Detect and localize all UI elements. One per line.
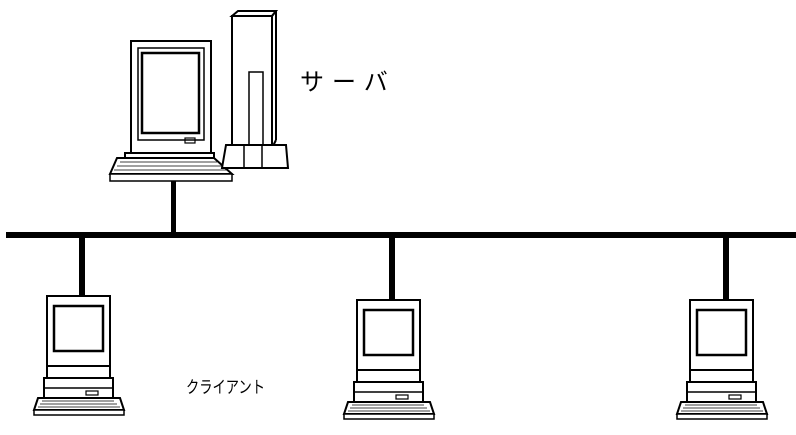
client-2-connector xyxy=(389,236,395,300)
server-connector xyxy=(171,178,176,234)
server-label: サーバ xyxy=(300,68,396,96)
client-1-connector xyxy=(79,236,85,296)
server-computer-icon xyxy=(108,10,290,182)
network-bus xyxy=(6,232,796,238)
client-label: クライアント xyxy=(186,378,266,398)
connector-lines xyxy=(79,178,729,300)
client-3-connector xyxy=(723,236,729,300)
client-1-computer-icon xyxy=(32,294,126,417)
client-2-computer-icon xyxy=(342,298,436,421)
client-3-computer-icon xyxy=(675,298,769,421)
